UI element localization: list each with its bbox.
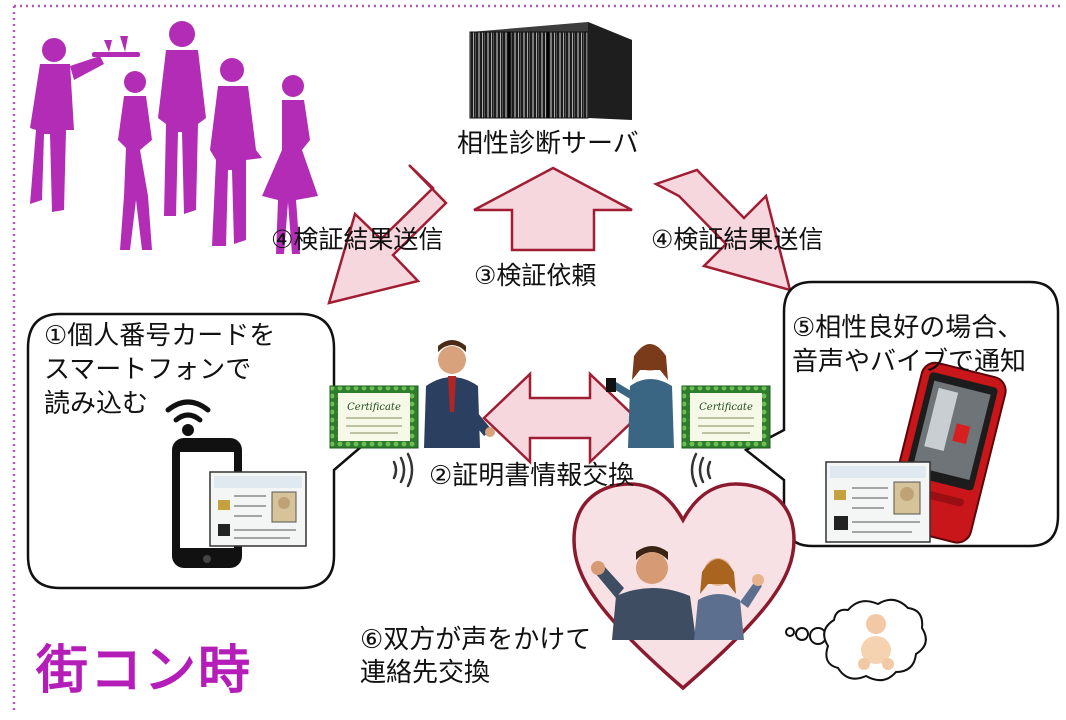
step-read-card: ①個人番号カードを スマートフォンで 読み込む [44,321,276,419]
server-label: 相性診断サーバ [457,129,639,159]
businesswoman-icon [606,344,674,448]
step-exchange-certificates: ②証明書情報交換 [429,461,635,491]
id-card-icon [209,471,307,547]
arrow-verify-result-left [327,164,448,305]
party-silhouettes-icon [30,21,318,254]
step-verify-request: ③検証依頼 [474,261,597,290]
step-notify: ⑤相性良好の場合、 音声やバイブで通知 [792,313,1027,377]
thought-bubble-icon [785,598,927,682]
baby-icon [858,614,894,670]
scene-title: 街コン時 [36,641,253,701]
dotted-border [12,4,1060,712]
sound-wave-icon [392,452,414,488]
sound-wave-icon [690,452,712,488]
businessman-icon [424,340,495,448]
step-verify-result-left: ④検証結果送信 [271,225,444,254]
certificate-icon: Certificate [681,385,771,449]
certificate-icon: Certificate [329,385,419,449]
heart-icon [572,482,796,691]
step-contact-exchange: ⑥双方が声をかけて 連絡先交換 [360,625,592,688]
id-card-icon [825,461,931,543]
wifi-signal-icon [165,399,211,436]
certificate-title: Certificate [699,402,753,413]
server-rack-icon [469,22,632,120]
step-verify-result-right: ④検証結果送信 [651,225,824,254]
certificate-title: Certificate [347,402,401,413]
arrow-verify-request [473,166,633,252]
